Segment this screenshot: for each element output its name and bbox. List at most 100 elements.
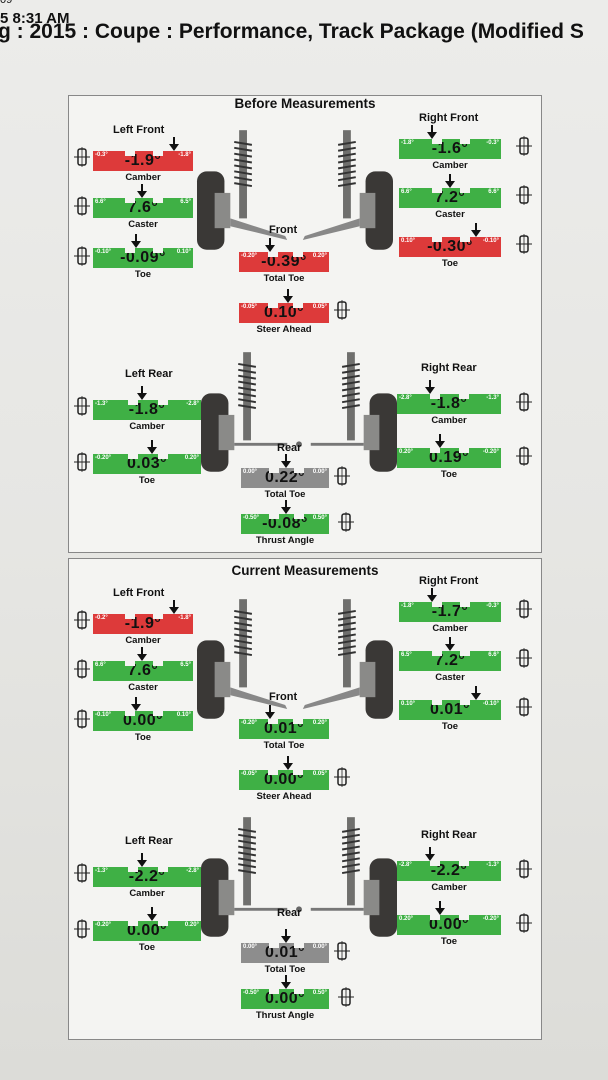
lr-camber-bar: -1.3°-2.2°-2.8° [93,867,201,887]
left-front-title: Left Front [113,124,165,136]
measured-value: 0.01° [429,701,471,718]
spec-min: -0.2° [95,615,108,621]
lr-toe-label: Toe [138,942,156,953]
rear-axle-label: Rear [277,442,302,454]
right-front-title: Right Front [419,575,479,587]
bar-notch [431,237,442,242]
spec-max: -0.3° [486,603,499,609]
bar-notch [153,248,163,253]
lf-toe-bar: -0.10°0.00°0.10° [93,711,193,731]
wheel-camber-icon [516,859,532,879]
bar-notch [293,943,304,948]
spec-max: 0.00° [312,944,327,950]
spec-min: -0.50° [243,515,260,521]
panel-title: Before Measurements [234,96,376,111]
rear-total-toe-bar: 0.00°0.22°0.00° [241,468,329,488]
target-arrow-icon [281,500,291,514]
front-total-toe-bar: -0.20°-0.39°0.20° [239,252,329,272]
left-front-title: Left Front [113,587,165,599]
measured-value: -1.6° [431,140,469,157]
spec-min: 6.6° [95,662,106,668]
header-fragment: 09 [0,0,13,6]
rear-total-toe-label: Total Toe [264,489,306,500]
target-arrow-icon [265,705,275,719]
spec-min: -2.8° [399,862,412,868]
bar-notch [267,770,278,775]
wheel-caster-icon [74,659,90,679]
measured-value: -1.9° [124,152,162,169]
bar-notch [430,448,441,453]
bar-notch [431,602,442,607]
measured-value: 0.00° [126,922,168,939]
spec-min: 6.6° [401,189,412,195]
bar-notch [459,448,470,453]
measured-value: 0.22° [264,469,306,486]
measured-value: 0.10° [263,304,305,321]
bar-notch [431,700,442,705]
spec-max: -0.20° [482,449,499,455]
spec-min: -0.10° [95,712,112,718]
bar-notch [460,139,471,144]
bar-notch [431,188,442,193]
target-arrow-icon [281,975,291,989]
wheel-camber-icon [74,610,90,630]
spec-min: 0.10° [401,238,416,244]
bar-notch [157,921,168,926]
spec-max: 0.20° [312,253,327,259]
measured-value: -1.8° [128,401,166,418]
before-measurements-panel: Before Measurements Left Front -0.3° -1.9°… [68,95,542,553]
bar-notch [127,867,138,872]
target-arrow-icon [283,756,293,770]
lf-camber-bar: -0.3°-1.9°-1.8° [93,151,193,171]
spec-max: -1.3° [486,395,499,401]
spec-min: -0.05° [241,304,258,310]
target-arrow-icon [471,223,481,237]
measured-value: 7.2° [434,652,466,669]
lr-toe-bar: -0.20°0.03°0.20° [93,454,201,474]
bar-notch [127,400,138,405]
bar-notch [267,252,278,257]
wheel-caster-icon [74,196,90,216]
spec-min: -0.3° [95,152,108,158]
spec-min: 0.00° [243,944,258,950]
target-arrow-icon [137,853,147,867]
bar-notch [293,514,304,519]
wheel-caster-icon [516,185,532,205]
measured-value: -0.39° [261,253,307,270]
spec-max: -0.10° [482,701,499,707]
current-measurements-panel: Current Measurements Left Front-0.2°-1.9… [68,558,542,1040]
spec-max: 0.50° [312,515,327,521]
bar-notch [431,139,442,144]
spec-max: -1.8° [178,615,191,621]
rf-caster-bar: 6.5°7.2°6.6° [399,651,501,671]
target-arrow-icon [265,238,275,252]
front-axle-label: Front [269,691,298,703]
steering-icon [334,767,350,787]
steer-ahead-label: Steer Ahead [256,791,312,802]
front-suspension-diagram [197,130,393,250]
bar-notch [460,188,471,193]
bar-notch [459,394,470,399]
spec-min: -0.20° [95,922,112,928]
lf-caster-label: Caster [128,682,158,693]
rear-axle-label: Rear [277,907,302,919]
target-arrow-icon [169,600,179,614]
lr-camber-bar: -1.3°-1.8°-2.8° [93,400,201,420]
bar-notch [459,915,470,920]
bar-notch [127,921,138,926]
spec-max: 0.05° [312,304,327,310]
bar-notch [127,454,138,459]
thrust-angle-label: Thrust Angle [255,535,315,546]
spec-max: 0.50° [312,990,327,996]
bar-notch [153,614,163,619]
spec-min: 0.00° [243,469,258,475]
rf-toe-bar: 0.10°-0.30°-0.10° [399,237,501,257]
rr-camber-label: Camber [431,882,467,893]
measured-value: 7.6° [127,662,159,679]
vehicle-description: g : 2015 : Coupe : Performance, Track Pa… [0,20,584,43]
lr-camber-label: Camber [129,888,165,899]
bar-notch [157,454,168,459]
rr-toe-label: Toe [440,936,458,947]
measured-value: 0.00° [264,990,306,1007]
wheel-camber-icon [74,147,90,167]
